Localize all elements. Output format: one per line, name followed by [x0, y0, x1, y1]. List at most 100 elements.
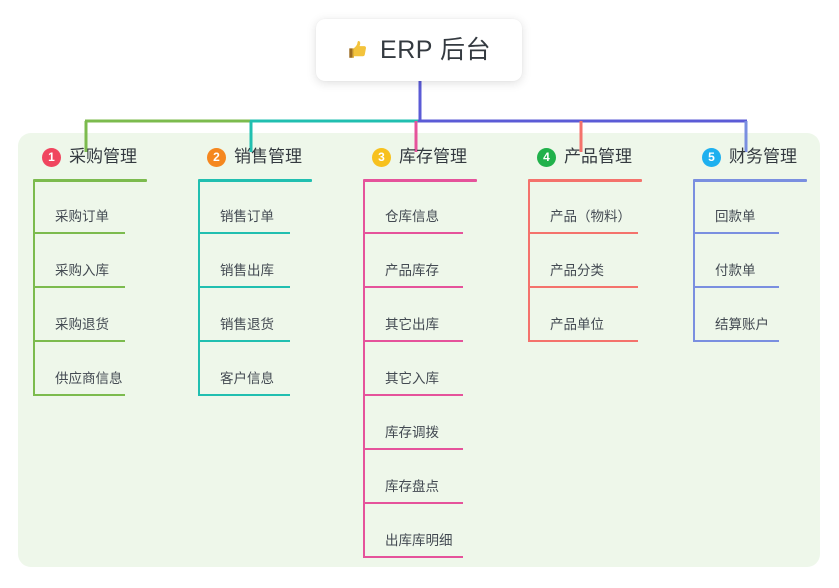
leaf-item-label: 其它出库 [385, 317, 439, 332]
leaf-item[interactable]: 产品单位 [528, 288, 638, 342]
leaf-item[interactable]: 付款单 [693, 234, 779, 288]
leaf-item[interactable]: 销售订单 [198, 180, 290, 234]
column-items: 产品（物料） 产品分类产品单位 [528, 180, 642, 342]
leaf-item-label: 供应商信息 [55, 371, 123, 386]
column-number-badge: 5 [702, 148, 721, 167]
leaf-item[interactable]: 结算账户 [693, 288, 779, 342]
leaf-item-underline [693, 286, 779, 288]
leaf-item-label: 产品（物料） [550, 209, 631, 224]
leaf-item-label: 产品分类 [550, 263, 604, 278]
column-underline [528, 179, 642, 182]
column-number-badge: 3 [372, 148, 391, 167]
leaf-item-label: 仓库信息 [385, 209, 439, 224]
leaf-item-underline [528, 340, 638, 342]
leaf-item-underline [33, 232, 125, 234]
leaf-item[interactable]: 产品库存 [363, 234, 463, 288]
leaf-item-underline [363, 556, 463, 558]
column-spine [363, 180, 365, 558]
leaf-item-underline [528, 286, 638, 288]
column-underline [363, 179, 477, 182]
thumbs-up-icon [349, 40, 367, 58]
column-5: 5 财务管理回款单付款单结算账户 [693, 143, 807, 342]
leaf-item[interactable]: 库存盘点 [363, 450, 463, 504]
leaf-item[interactable]: 采购入库 [33, 234, 125, 288]
leaf-item[interactable]: 采购退货 [33, 288, 125, 342]
leaf-item-label: 采购退货 [55, 317, 109, 332]
leaf-item-label: 结算账户 [715, 317, 769, 332]
column-underline [198, 179, 312, 182]
column-underline [693, 179, 807, 182]
leaf-item-underline [693, 232, 779, 234]
leaf-item-label: 产品单位 [550, 317, 604, 332]
leaf-item[interactable]: 产品分类 [528, 234, 638, 288]
diagram-background-panel [18, 133, 820, 567]
root-node-content: ERP 后台 [347, 35, 491, 64]
leaf-item-underline [198, 394, 290, 396]
leaf-item[interactable]: 库存调拨 [363, 396, 463, 450]
leaf-item-label: 其它入库 [385, 371, 439, 386]
leaf-item-underline [198, 286, 290, 288]
leaf-item-underline [363, 394, 463, 396]
leaf-item[interactable]: 客户信息 [198, 342, 290, 396]
leaf-item[interactable]: 采购订单 [33, 180, 125, 234]
leaf-item-label: 库存调拨 [385, 425, 439, 440]
leaf-item-underline [198, 232, 290, 234]
column-spine [33, 180, 35, 396]
column-title: 采购管理 [69, 147, 137, 166]
column-header-1[interactable]: 1 采购管理 [33, 143, 147, 182]
leaf-item-underline [693, 340, 779, 342]
leaf-item-label: 回款单 [715, 209, 756, 224]
leaf-item-underline [198, 340, 290, 342]
leaf-item-label: 采购订单 [55, 209, 109, 224]
column-3: 3 库存管理仓库信息产品库存其它出库其它入库库存调拨库存盘点出库库明细 [363, 143, 477, 558]
leaf-item-label: 产品库存 [385, 263, 439, 278]
column-header-3[interactable]: 3 库存管理 [363, 143, 477, 182]
root-node-title: ERP 后台 [380, 35, 491, 64]
leaf-item-label: 销售出库 [220, 263, 274, 278]
leaf-item-underline [363, 340, 463, 342]
leaf-item-label: 出库库明细 [385, 533, 453, 548]
column-spine [198, 180, 200, 396]
column-spine [528, 180, 530, 342]
leaf-item[interactable]: 其它出库 [363, 288, 463, 342]
leaf-item-underline [33, 394, 125, 396]
leaf-item-label: 销售订单 [220, 209, 274, 224]
column-title: 销售管理 [234, 147, 302, 166]
column-header-5[interactable]: 5 财务管理 [693, 143, 807, 182]
column-header-4[interactable]: 4 产品管理 [528, 143, 642, 182]
column-number-badge: 1 [42, 148, 61, 167]
column-items: 采购订单采购入库采购退货供应商信息 [33, 180, 147, 396]
column-number-badge: 2 [207, 148, 226, 167]
leaf-item-label: 客户信息 [220, 371, 274, 386]
leaf-item-underline [528, 232, 638, 234]
leaf-item-underline [33, 286, 125, 288]
column-4: 4 产品管理产品（物料） 产品分类产品单位 [528, 143, 642, 342]
column-1: 1 采购管理采购订单采购入库采购退货供应商信息 [33, 143, 147, 396]
leaf-item[interactable]: 出库库明细 [363, 504, 463, 558]
leaf-item[interactable]: 回款单 [693, 180, 779, 234]
leaf-item-label: 销售退货 [220, 317, 274, 332]
column-title: 库存管理 [399, 147, 467, 166]
leaf-item[interactable]: 供应商信息 [33, 342, 125, 396]
leaf-item-underline [33, 340, 125, 342]
column-title: 财务管理 [729, 147, 797, 166]
column-spine [693, 180, 695, 342]
leaf-item-underline [363, 232, 463, 234]
leaf-item-underline [363, 502, 463, 504]
leaf-item[interactable]: 销售退货 [198, 288, 290, 342]
leaf-item-underline [363, 448, 463, 450]
column-header-2[interactable]: 2 销售管理 [198, 143, 312, 182]
leaf-item[interactable]: 其它入库 [363, 342, 463, 396]
column-number-badge: 4 [537, 148, 556, 167]
column-underline [33, 179, 147, 182]
column-title: 产品管理 [564, 147, 632, 166]
leaf-item[interactable]: 产品（物料） [528, 180, 638, 234]
leaf-item-underline [363, 286, 463, 288]
column-items: 回款单付款单结算账户 [693, 180, 807, 342]
column-2: 2 销售管理销售订单销售出库销售退货客户信息 [198, 143, 312, 396]
leaf-item[interactable]: 销售出库 [198, 234, 290, 288]
column-items: 销售订单销售出库销售退货客户信息 [198, 180, 312, 396]
root-node-card[interactable]: ERP 后台 [316, 19, 522, 81]
leaf-item[interactable]: 仓库信息 [363, 180, 463, 234]
